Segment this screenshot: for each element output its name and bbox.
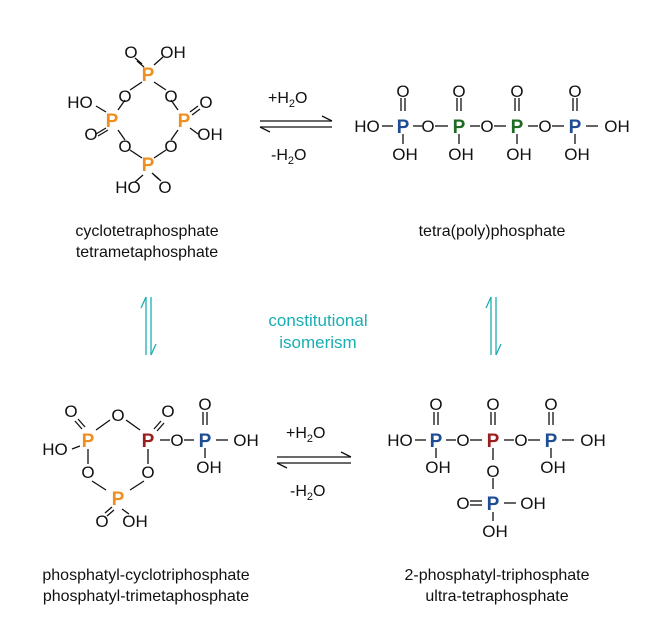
atom-o: O	[538, 117, 551, 136]
atom-o: O	[84, 125, 97, 144]
right-vertical-equilibrium	[485, 296, 502, 356]
cyclotetraphosphate-structure: P P P P O O O O O OH HO O O OH HO O	[67, 43, 223, 197]
atom-ho: HO	[42, 440, 68, 459]
atom-p: P	[199, 431, 212, 452]
atom-ho: HO	[115, 178, 141, 197]
atom-o: O	[486, 395, 499, 414]
reaction-minus-water: -H2O	[271, 147, 306, 167]
atom-o: O	[95, 512, 108, 531]
atom-p: P	[545, 431, 558, 452]
atom-o: O	[161, 402, 174, 421]
isomerism-label-line1: constitutional	[268, 311, 367, 330]
atom-o: O	[456, 494, 469, 513]
atom-o: O	[164, 137, 177, 156]
caption-phosphatyl-cyclotriphosphate: phosphatyl-cyclotriphosphate	[42, 567, 249, 584]
atom-oh: OH	[196, 458, 222, 477]
atom-p: P	[487, 494, 500, 515]
left-vertical-equilibrium	[140, 296, 157, 356]
atom-o: O	[118, 87, 131, 106]
atom-p: P	[511, 117, 524, 138]
atom-oh: OH	[122, 512, 148, 531]
atom-o: O	[198, 395, 211, 414]
caption-phosphatyl-trimetaphosphate: phosphatyl-trimetaphosphate	[43, 588, 249, 605]
tetrapolyphosphate-bonds	[382, 98, 598, 144]
phosphatyl-cyclotriphosphate-bonds	[71, 412, 228, 517]
atom-o: O	[421, 117, 434, 136]
atom-o: O	[568, 82, 581, 101]
caption-cyclotetraphosphate: cyclotetraphosphate	[75, 223, 218, 240]
atom-o: O	[544, 395, 557, 414]
atom-ho: HO	[387, 431, 413, 450]
caption-ultra-tetraphosphate: ultra-tetraphosphate	[425, 588, 568, 605]
atom-p: P	[142, 431, 155, 452]
atom-o: O	[64, 402, 77, 421]
atom-oh: OH	[482, 522, 508, 541]
top-equilibrium: +H2O -H2O	[259, 90, 333, 167]
atom-oh: OH	[520, 494, 546, 513]
atom-o: O	[199, 93, 212, 112]
atom-p: P	[178, 111, 191, 132]
atom-p: P	[142, 155, 155, 176]
atom-o: O	[124, 43, 137, 62]
atom-oh: OH	[233, 431, 259, 450]
atom-o: O	[118, 137, 131, 156]
atom-o: O	[396, 82, 409, 101]
isomerism-section: constitutional isomerism	[140, 296, 502, 356]
atom-p: P	[142, 65, 155, 86]
cyclotetraphosphate-bonds	[95, 56, 201, 183]
atom-p: P	[397, 117, 410, 138]
atom-oh: OH	[425, 458, 451, 477]
atom-oh: OH	[448, 145, 474, 164]
isomerism-label-line2: isomerism	[279, 333, 356, 352]
atom-ho: HO	[354, 117, 380, 136]
reaction-minus-water: -H2O	[290, 483, 325, 503]
ultra-tetraphosphate-bonds	[415, 412, 574, 521]
atom-o: O	[480, 117, 493, 136]
atom-oh: OH	[604, 117, 630, 136]
atom-o: O	[81, 463, 94, 482]
atom-p: P	[82, 431, 95, 452]
atom-oh: OH	[506, 145, 532, 164]
atom-o: O	[486, 462, 499, 481]
caption-tetrapolyphosphate: tetra(poly)phosphate	[419, 223, 566, 240]
atom-p: P	[112, 489, 125, 510]
atom-oh: OH	[197, 125, 223, 144]
atom-oh: OH	[564, 145, 590, 164]
reaction-plus-water: +H2O	[286, 425, 325, 445]
atom-o: O	[456, 431, 469, 450]
ultra-tetraphosphate-structure: HO P O P O P OH O O O OH O OH O P OH OH	[387, 395, 606, 541]
atom-o: O	[514, 431, 527, 450]
atom-o: O	[158, 178, 171, 197]
atom-p: P	[569, 117, 582, 138]
atom-o: O	[170, 431, 183, 450]
atom-p: P	[487, 431, 500, 452]
atom-p: P	[106, 111, 119, 132]
phosphatyl-cyclotriphosphate-structure: P P P P O O O O HO O O O OH OH O OH	[42, 395, 259, 531]
bottom-equilibrium: +H2O -H2O	[276, 425, 352, 503]
atom-p: P	[453, 117, 466, 138]
atom-o: O	[111, 406, 124, 425]
equilibrium-arrows	[259, 115, 333, 133]
atom-o: O	[452, 82, 465, 101]
atom-oh: OH	[580, 431, 606, 450]
atom-p: P	[430, 431, 443, 452]
tetrapolyphosphate-structure: HO P O P O P O P OH O O O O OH OH OH OH	[354, 82, 630, 164]
atom-o: O	[429, 395, 442, 414]
reaction-plus-water: +H2O	[268, 90, 307, 110]
atom-o: O	[141, 463, 154, 482]
atom-o: O	[510, 82, 523, 101]
atom-oh: OH	[392, 145, 418, 164]
equilibrium-arrows	[276, 451, 352, 469]
atom-ho: HO	[67, 93, 93, 112]
atom-oh: OH	[160, 43, 186, 62]
atom-oh: OH	[540, 458, 566, 477]
atom-o: O	[164, 87, 177, 106]
caption-tetrametaphosphate: tetrametaphosphate	[76, 244, 218, 261]
caption-2-phosphatyl-triphosphate: 2-phosphatyl-triphosphate	[404, 567, 589, 584]
